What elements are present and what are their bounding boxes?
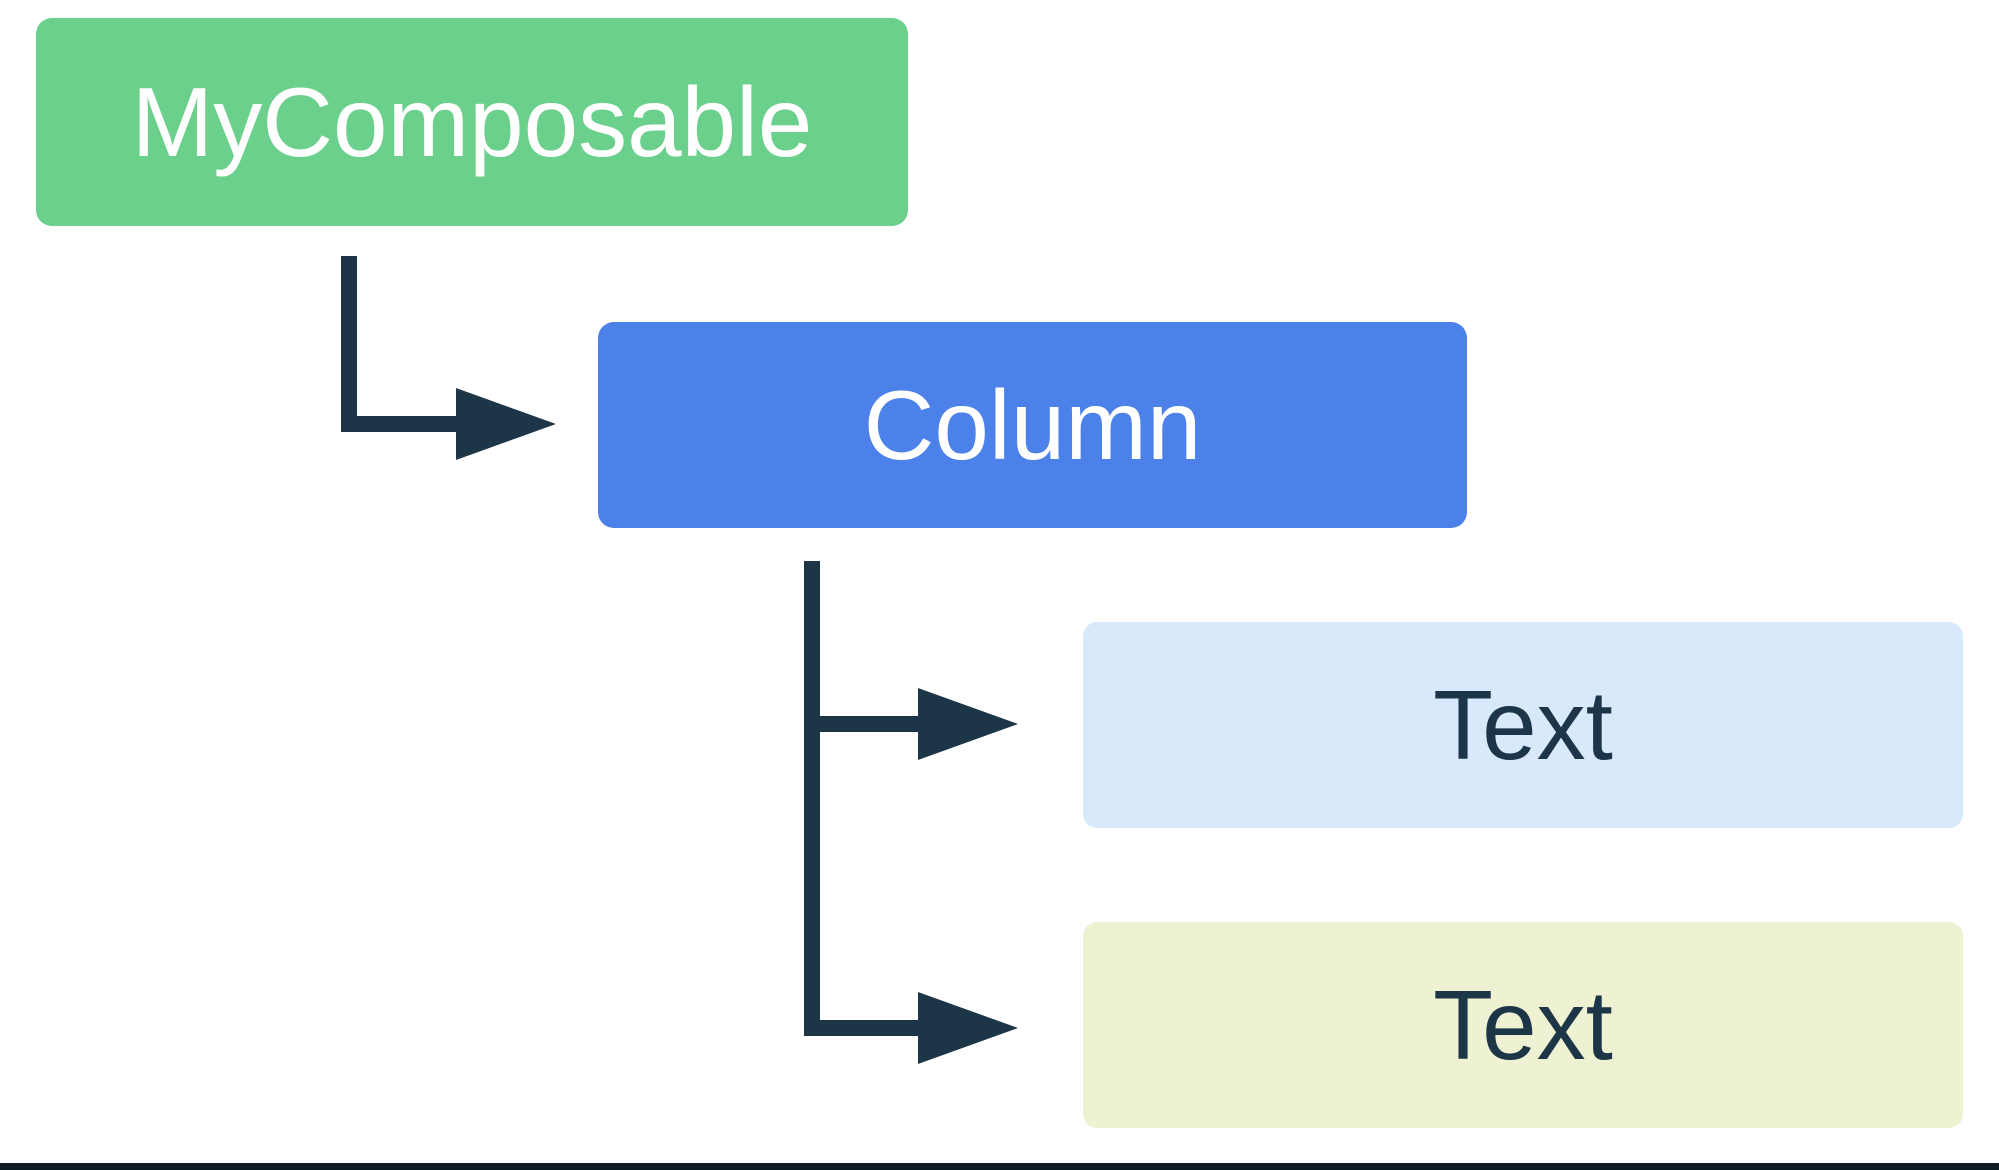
arrowhead-icon [918, 992, 1018, 1064]
node-text-2: Text [1083, 922, 1963, 1128]
arrowhead-icon [456, 388, 556, 460]
node-column-label: Column [863, 370, 1202, 480]
node-column: Column [598, 322, 1467, 528]
arrowhead-icon [918, 688, 1018, 760]
node-text-2-label: Text [1433, 970, 1613, 1080]
node-text-1: Text [1083, 622, 1963, 828]
connector-column-to-text-1 [804, 561, 1018, 1036]
connector-mycomposable-to-column [341, 256, 556, 460]
bottom-rule [0, 1163, 1999, 1170]
node-text-1-label: Text [1433, 670, 1613, 780]
node-mycomposable-label: MyComposable [131, 67, 813, 177]
connector-column-to-text-2 [804, 992, 1018, 1064]
node-mycomposable: MyComposable [36, 18, 908, 226]
